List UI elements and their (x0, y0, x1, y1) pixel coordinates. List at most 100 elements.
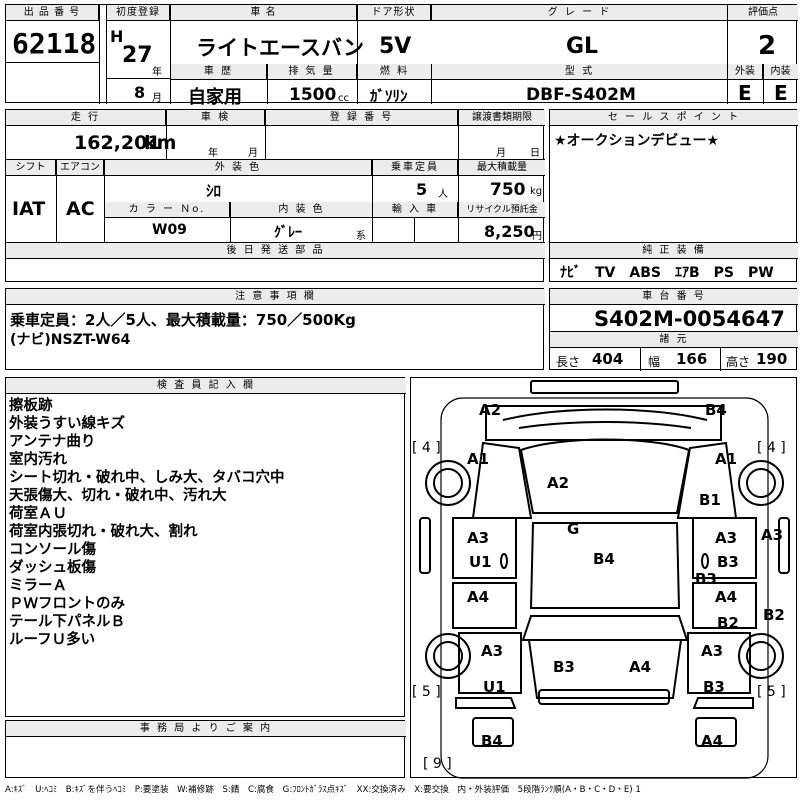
damage-mark: A1 (467, 450, 490, 468)
damage-mark: A1 (715, 450, 738, 468)
damage-mark: A4 (629, 658, 652, 676)
plate-label: 登 録 番 号 (266, 110, 458, 126)
model-label: 型 式 (432, 64, 727, 80)
width-value: 166 (676, 350, 708, 368)
equip-list: ﾅﾋﾞ TV ABS ｴｱB PS PW (560, 265, 774, 281)
legend: A:ｷｽﾞ U:ﾍｺﾐ B:ｷｽﾞを伴うﾍｺﾐ P:要塗装 W:補修跡 S:錆 … (5, 785, 641, 795)
sales-point-box: セ ー ル ス ポ イ ン ト ★オークションデビュー★ 純 正 装 備 ﾅﾋﾞ… (549, 109, 798, 282)
name-label: 車 名 (171, 5, 357, 21)
damage-mark: U1 (483, 678, 506, 696)
damage-mark: A3 (715, 529, 738, 547)
reg-month-unit: 月 (152, 93, 162, 104)
mileage-unit: km (144, 132, 177, 154)
fuel-value: ｶﾞｿﾘﾝ (370, 87, 408, 105)
inspector-note: テール下パネルＢ (9, 614, 125, 630)
header-box: 出 品 番 号 62118 初度登録 H 27 年 8 月 車 名 ライトエース… (5, 4, 798, 108)
chassis-label: 車 台 番 号 (550, 289, 798, 305)
ac-label: エアコン (57, 160, 104, 176)
shift-value: IAT (12, 198, 46, 220)
shift-label: シフト (6, 160, 56, 176)
reg-year: 27 (122, 43, 153, 68)
sales-text: ★オークションデビュー★ (554, 133, 720, 149)
office-label: 事 務 局 よ り ご 案 内 (6, 721, 406, 737)
inspect-month: 月 (248, 148, 258, 159)
inspector-note: 天張傷大、切れ・破れ中、汚れ大 (9, 488, 227, 504)
tire-rear-left: [ 5 ] (412, 684, 441, 700)
inspector-note: ダッシュ板傷 (9, 560, 96, 576)
length-value: 404 (592, 350, 624, 368)
damage-mark: A4 (467, 588, 490, 606)
inspector-note: コンソール傷 (9, 542, 96, 558)
colorno-label: カ ラ ー Ｎo. (105, 202, 230, 218)
mileage-value: 162,201 (74, 132, 161, 154)
grade-value: GL (566, 34, 599, 59)
damage-mark: A2 (547, 474, 570, 492)
chassis-box: 車 台 番 号 S402M-0054647 諸 元 長さ 404 幅 166 高… (549, 288, 798, 371)
damage-mark: A3 (761, 526, 784, 544)
damage-mark: A3 (481, 642, 504, 660)
damage-mark: A3 (467, 529, 490, 547)
vehicle-details-box: 走 行 162,201 km 車 検 年 月 登 録 番 号 譲渡書類期限 月 … (5, 109, 545, 282)
car-name: ライトエースバン (196, 36, 364, 60)
inspector-box: 検 査 員 記 入 欄 擦板跡外装うすい線キズアンテナ曲り室内汚れシート切れ・破… (5, 377, 406, 717)
int-label: 内装 (763, 64, 798, 80)
reg-era: H (110, 27, 124, 46)
color-value: ｼﾛ (206, 182, 222, 200)
damage-mark: B4 (593, 550, 615, 568)
inspector-note: 外装うすい線キズ (9, 416, 125, 432)
disp-label: 排 気 量 (267, 64, 357, 80)
disp-value: 1500 (289, 85, 337, 105)
damage-mark: A4 (701, 732, 724, 750)
inspector-note: シート切れ・破れ中、しみ大、タバコ穴中 (9, 470, 285, 486)
import-label: 輸 入 車 (373, 202, 458, 218)
later-parts-label: 後 日 発 送 部 品 (6, 243, 545, 259)
damage-mark: B4 (481, 732, 503, 750)
caution-line-1: 乗車定員：2人／5人、最大積載量：750／500Kg (10, 311, 356, 329)
reg-month: 8 (134, 83, 146, 102)
inspector-note: 室内汚れ (9, 452, 67, 468)
intcolor-unit: 系 (356, 231, 366, 242)
damage-mark: B2 (717, 614, 739, 632)
tire-front-right: [ 4 ] (757, 440, 786, 456)
caution-box: 注 意 事 項 欄 乗車定員：2人／5人、最大積載量：750／500Kg (ナビ… (5, 288, 545, 370)
length-label: 長さ (556, 355, 581, 369)
fuel-label: 燃 料 (358, 64, 431, 80)
damage-mark: U1 (469, 553, 492, 571)
lot-label: 出 品 番 号 (6, 5, 99, 21)
seats-label: 乗車定員 (373, 160, 458, 176)
tire-front-left: [ 4 ] (412, 440, 441, 456)
model-value: DBF-S402M (526, 85, 636, 105)
caution-line-2: (ナビ)NSZT-W64 (10, 332, 131, 348)
reg-label: 初度登録 (106, 5, 170, 21)
transfer-month: 月 (496, 148, 506, 159)
inspector-note: 荷室ＡＵ (9, 506, 67, 522)
door-label: ドア形状 (357, 5, 431, 21)
tire-rear-right: [ 5 ] (757, 684, 786, 700)
intcolor-label: 内 装 色 (231, 202, 372, 218)
damage-mark: B3 (553, 658, 575, 676)
score-value: 2 (758, 31, 777, 61)
equip-label: 純 正 装 備 (550, 243, 798, 259)
damage-mark: B4 (705, 401, 727, 419)
damage-mark: B1 (699, 491, 721, 509)
history-label: 車 歴 (171, 64, 267, 80)
load-label: 最大積載量 (459, 160, 545, 176)
tire-spare: [ 9 ] (423, 756, 452, 772)
damage-mark: G (567, 520, 580, 538)
chassis-number: S402M-0054647 (594, 307, 785, 331)
score-label: 評価点 (728, 5, 798, 21)
transfer-label: 譲渡書類期限 (459, 110, 545, 126)
damage-mark: B3 (703, 678, 725, 696)
damage-diagram: [ 4 ] [ 4 ] [ 5 ] [ 5 ] [ 9 ] A2 B4 A1 A… (410, 377, 797, 779)
inspect-year: 年 (208, 148, 218, 159)
damage-mark: A2 (479, 401, 502, 419)
seats-unit: 人 (438, 189, 448, 200)
caution-label: 注 意 事 項 欄 (6, 289, 545, 305)
load-value: 750 (490, 180, 526, 200)
reg-year-unit: 年 (152, 67, 162, 78)
inspector-note: ミラーＡ (9, 578, 67, 594)
inspector-note: 荷室内張切れ・破れ大、割れ (9, 524, 198, 540)
disp-unit: cc (338, 93, 349, 104)
lot-number: 62118 (12, 27, 97, 60)
width-label: 幅 (648, 355, 661, 369)
